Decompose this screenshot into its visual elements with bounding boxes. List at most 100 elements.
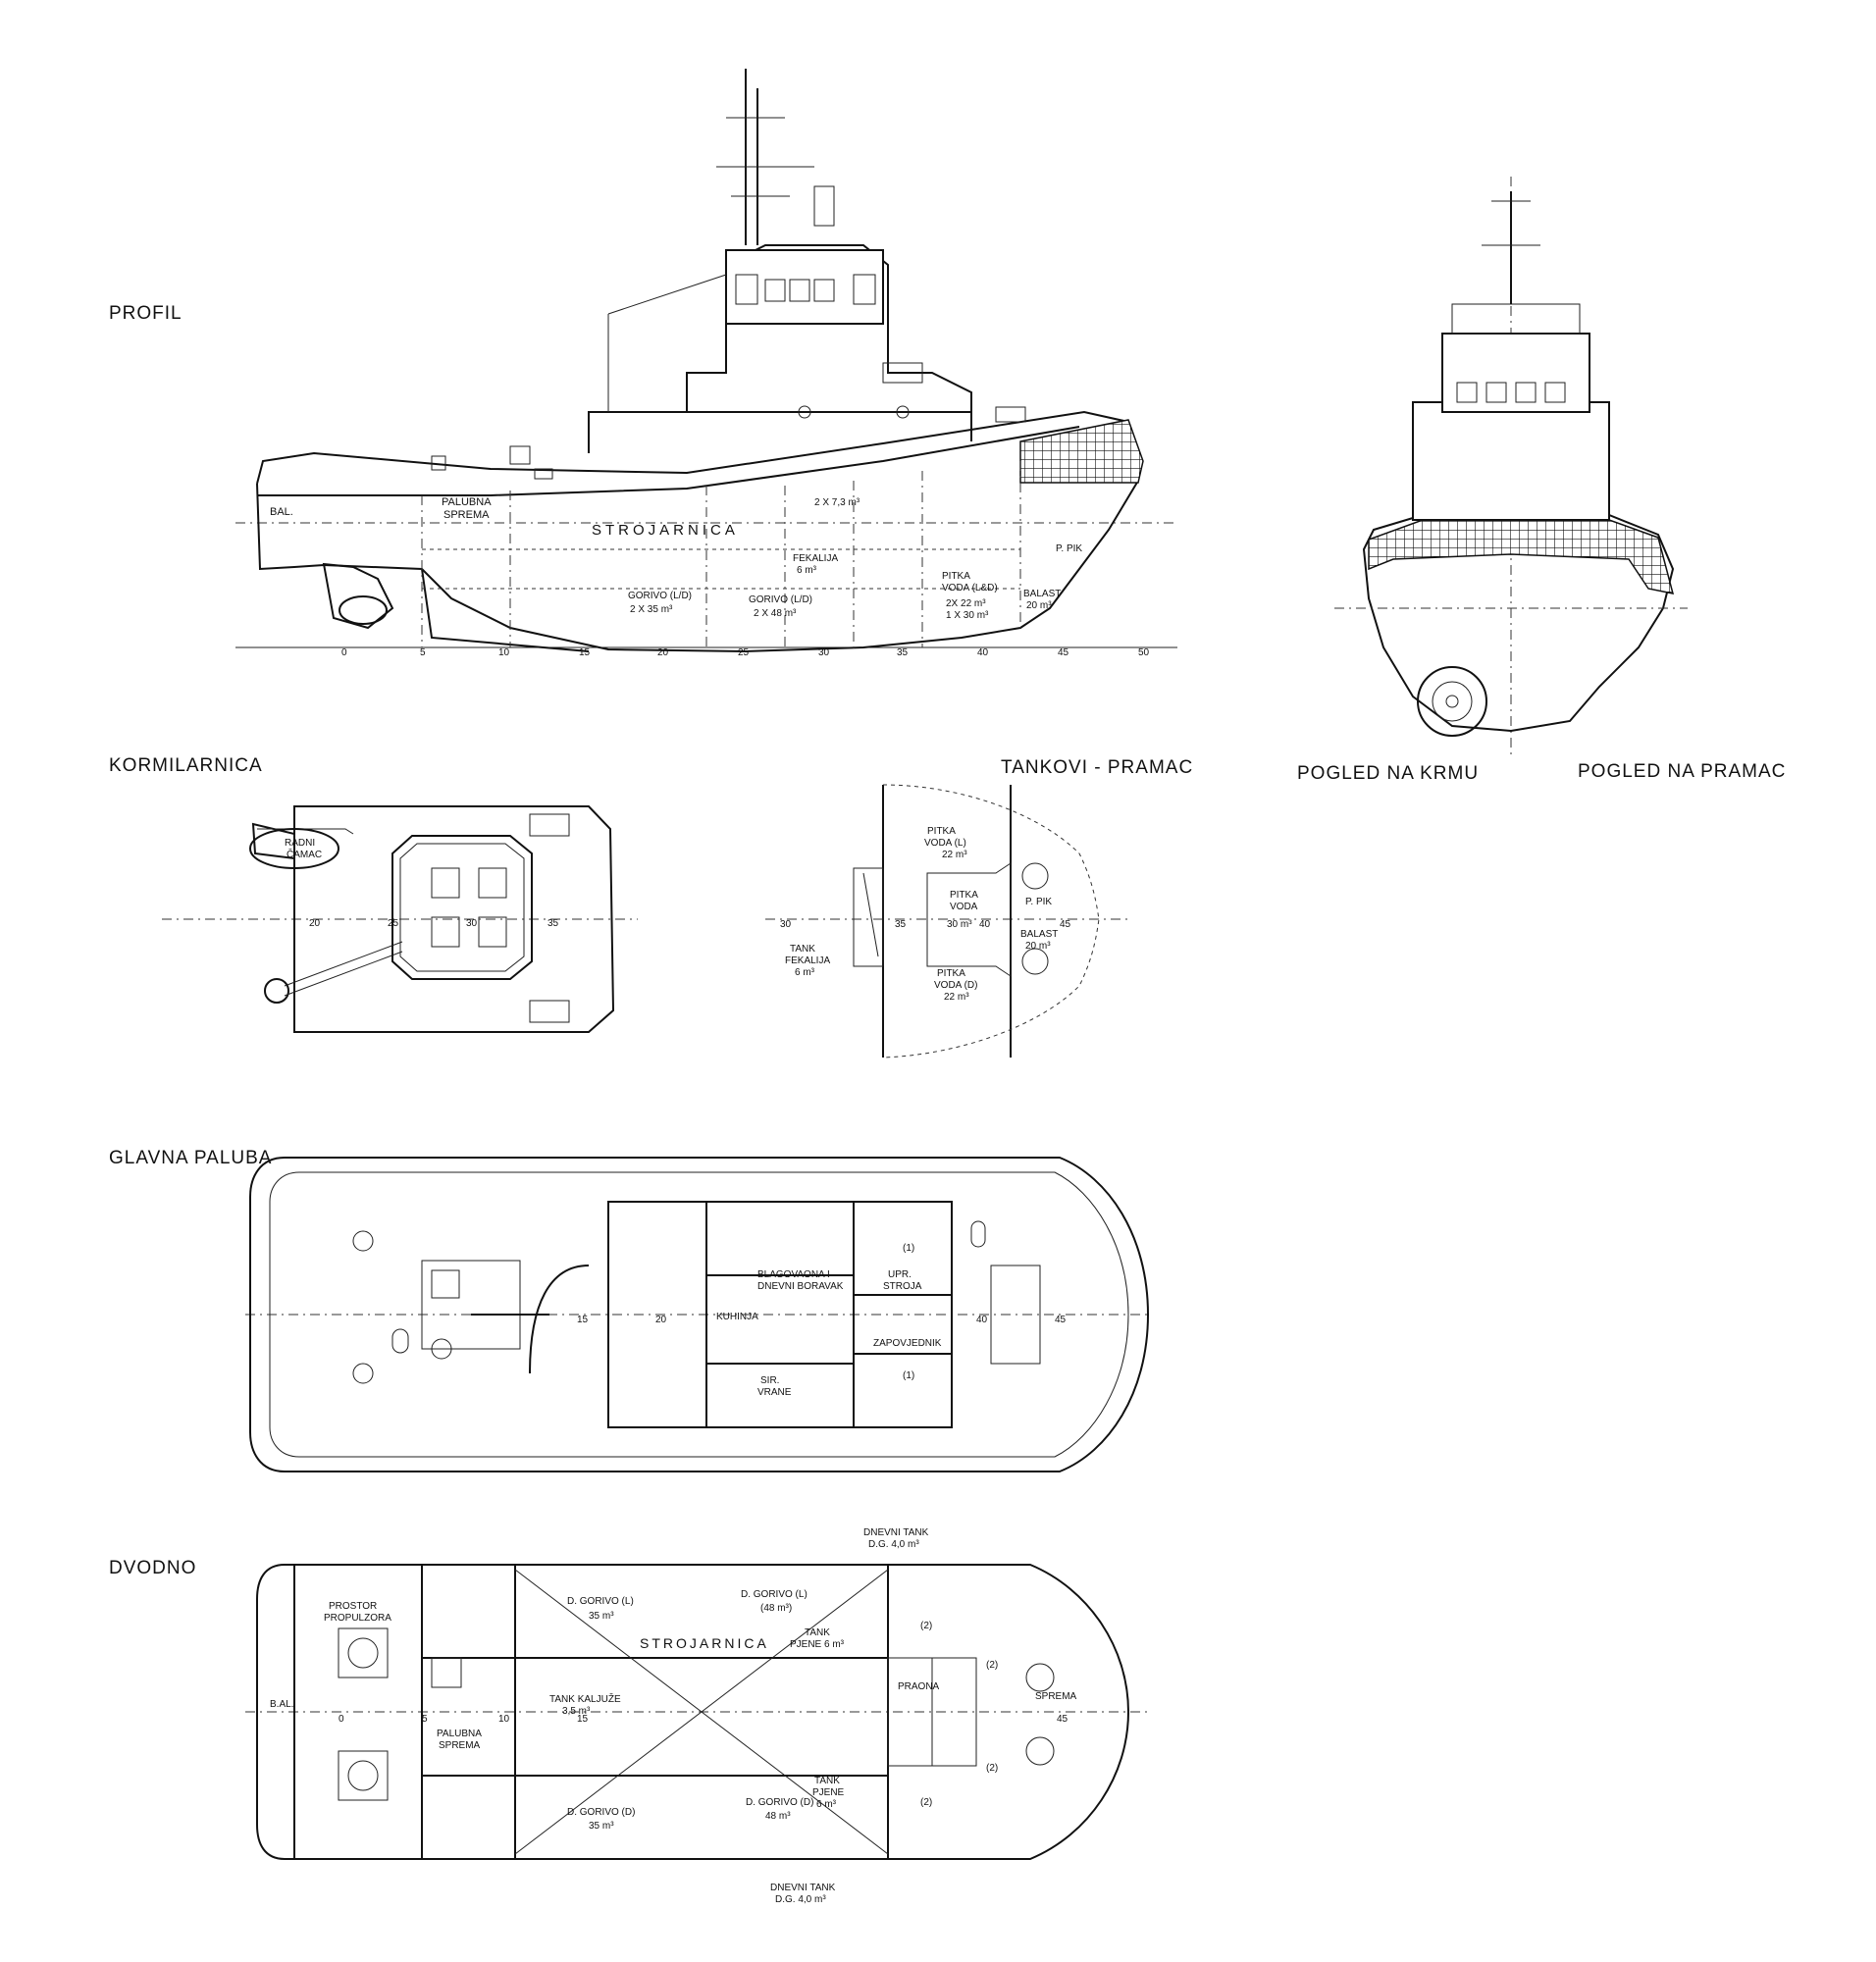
deck-label-upr: UPR. (888, 1269, 912, 1280)
profile-label-sprema: SPREMA (443, 509, 490, 521)
tanks-label-fek-vol: 6 m³ (795, 967, 815, 978)
deck-label-zapovjednik: ZAPOVJEDNIK (873, 1338, 942, 1349)
db-frame-0: 0 (339, 1714, 344, 1725)
profile-frame-40: 40 (977, 647, 989, 658)
title-pogled-krmu: POGLED NA KRMU (1297, 763, 1480, 784)
profile-label-strojarnica: STROJARNICA (592, 522, 739, 539)
profile-frame-45: 45 (1058, 647, 1069, 658)
profile-frame-5: 5 (420, 647, 426, 658)
profile-deck-sheer (256, 410, 1129, 485)
db-frame-15: 15 (577, 1714, 589, 1725)
profile-label-fekalija: FEKALIJA (793, 553, 838, 564)
db-label-dgorivo-d2: D. GORIVO (D) (746, 1797, 813, 1808)
db-label-pradna: PRAONA (898, 1681, 940, 1692)
wheelhouse-frame-25: 25 (388, 918, 399, 929)
title-kormilarnica: KORMILARNICA (109, 755, 263, 776)
end-view-deckhouse (1412, 401, 1610, 521)
profile-label-ppik: P. PIK (1056, 543, 1082, 554)
profile-label-pitka-vol2: 1 X 30 m³ (946, 610, 989, 621)
wheelhouse-plan: RADNI ČAMAC 20 25 30 35 (162, 805, 638, 1033)
profile-frame-10: 10 (498, 647, 510, 658)
double-bottom-plan: DNEVNI TANK D.G. 4,0 m³ DNEVNI TANK D.G.… (245, 1527, 1148, 1905)
db-label-tank-pjene: TANK (805, 1627, 830, 1638)
main-deck-towing-arch (529, 1265, 590, 1374)
wheelhouse-workboat (249, 828, 339, 869)
bow-tanks-plan: 30 35 40 45 TANK FEKALIJA 6 m³ PITKA VOD… (765, 784, 1128, 1058)
profile-label-bal: BAL. (270, 506, 293, 518)
db-label-kaljuze-vol: 3,5 m³ (562, 1706, 591, 1717)
db-frame-10: 10 (498, 1714, 510, 1725)
profile-label-gorivo-2: GORIVO (L/D) (749, 594, 812, 605)
db-frame-5: 5 (422, 1714, 428, 1725)
wheelhouse-frame-35: 35 (547, 918, 559, 929)
deck-label-stroja: STROJA (883, 1281, 922, 1292)
db-label-two-2: (2) (986, 1660, 998, 1671)
tanks-label-balast-vol: 20 m³ (1025, 941, 1051, 952)
profile-propeller-nozzle (322, 562, 394, 630)
profile-wheelhouse (725, 249, 884, 325)
wheelhouse-frame-30: 30 (466, 918, 478, 929)
tanks-label-pitka-c2: VODA (950, 902, 978, 912)
db-label-propulzora: PROPULZORA (324, 1613, 391, 1624)
end-view (1334, 177, 1688, 755)
db-label-pjene: PJENE 6 m³ (790, 1639, 845, 1650)
title-tankovi-pramac: TANKOVI - PRAMAC (1001, 757, 1194, 778)
db-label-dgorivo-l1: D. GORIVO (L) (567, 1596, 634, 1607)
deck-label-dnevni: DNEVNI BORAVAK (757, 1281, 844, 1292)
db-label-dgorivo-l2-vol: (48 m³) (760, 1603, 792, 1614)
db-label-bal: B.AL. (270, 1699, 293, 1710)
wheelhouse-label-camac: ČAMAC (287, 848, 322, 860)
db-label-dnevni-top: DNEVNI TANK (863, 1527, 929, 1538)
end-view-propeller-nozzle (1417, 666, 1487, 737)
profile-bow-fender (1019, 419, 1144, 484)
profile-frame-15: 15 (579, 647, 591, 658)
tanks-frame-45: 45 (1060, 919, 1071, 930)
db-label-dgorivo-l2: D. GORIVO (L) (741, 1589, 808, 1600)
title-profil: PROFIL (109, 303, 182, 324)
deck-label-sir: SIR. (760, 1375, 779, 1386)
profile-label-balast-small: 2 X 7,3 m³ (814, 497, 860, 508)
tanks-label-pitka-d2: VODA (D) (934, 980, 977, 991)
db-label-sprema: SPREMA (439, 1740, 481, 1751)
end-view-fender (1368, 514, 1675, 594)
title-glavna-paluba: GLAVNA PALUBA (109, 1148, 273, 1168)
db-label-sprema-bow: SPREMA (1035, 1691, 1077, 1702)
db-label-prostor: PROSTOR (329, 1601, 377, 1612)
db-label-tank-pjene2: TANK (814, 1776, 840, 1786)
tanks-label-pitka-l3: 22 m³ (942, 850, 967, 860)
tanks-label-tank: TANK (790, 944, 815, 955)
deck-frame-45: 45 (1055, 1315, 1067, 1325)
profile-label-pitka-vol1: 2X 22 m³ (946, 598, 986, 609)
title-pogled-pramac: POGLED NA PRAMAC (1578, 761, 1787, 782)
profile-frame-20: 20 (657, 647, 669, 658)
deck-frame-15: 15 (577, 1315, 589, 1325)
profile-frame-25: 25 (738, 647, 750, 658)
bow-outline (882, 784, 1100, 1058)
profile-label-gorivo-2-vol: 2 X 48 m³ (754, 608, 797, 619)
profile-frame-50: 50 (1138, 647, 1150, 658)
tanks-label-ppik: P. PIK (1025, 897, 1052, 907)
wheelhouse-frame-20: 20 (309, 918, 321, 929)
db-label-dgorivo-d2-vol: 48 m³ (765, 1811, 791, 1822)
profile-label-fekalija-vol: 6 m³ (797, 565, 817, 576)
deck-label-one-bottom: (1) (903, 1370, 914, 1381)
profile-hull-outline (256, 460, 1140, 653)
main-deck-plan: BLAGOVAONA I DNEVNI BORAVAK KUHINJA UPR.… (245, 1157, 1150, 1472)
profile-label-balast: BALAST (1023, 589, 1061, 599)
tanks-label-pitka-c3: 30 m³ (947, 919, 972, 930)
profile-frame-numbers: 0 5 10 15 20 25 30 35 40 45 50 (341, 647, 1150, 658)
profile-label-gorivo-1-vol: 2 X 35 m³ (630, 604, 673, 615)
db-label-dgorivo-d1: D. GORIVO (D) (567, 1807, 635, 1818)
tanks-frame-40: 40 (979, 919, 991, 930)
wheelhouse-cabin (391, 835, 533, 980)
deck-label-vrane: VRANE (757, 1387, 792, 1398)
db-label-dnevni-top-vol: D.G. 4,0 m³ (868, 1539, 919, 1550)
db-label-dnevni-bot: DNEVNI TANK (770, 1883, 836, 1893)
profile-label-voda-ld: VODA (L&D) (942, 583, 998, 594)
profile-label-pitka: PITKA (942, 571, 970, 582)
db-label-pjene2-vol: 6 m³ (816, 1799, 837, 1810)
db-label-palubna: PALUBNA (437, 1729, 482, 1739)
db-label-dgorivo-d1-vol: 35 m³ (589, 1821, 614, 1832)
db-label-strojarnica: STROJARNICA (640, 1635, 769, 1651)
